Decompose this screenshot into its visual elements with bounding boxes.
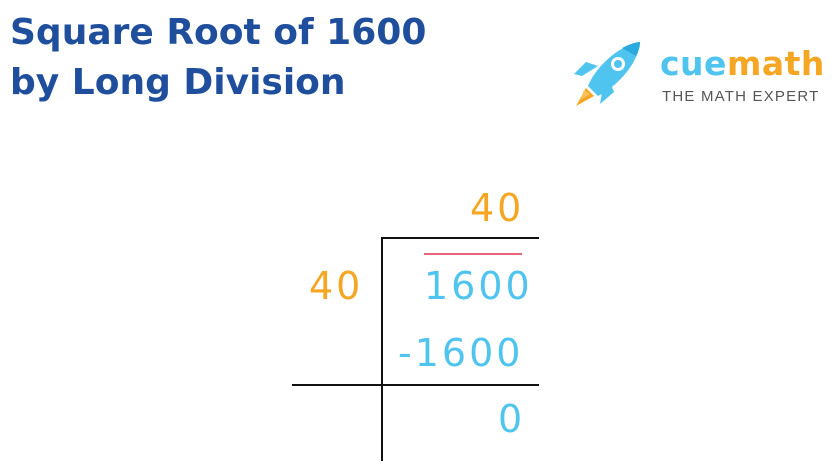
dividend: 1600 xyxy=(424,264,533,308)
title-line-1: Square Root of 1600 xyxy=(10,12,427,53)
divisor: 40 xyxy=(309,264,364,308)
quotient: 40 xyxy=(470,186,525,230)
remainder: 0 xyxy=(498,397,526,441)
subtrahend: -1600 xyxy=(398,331,524,375)
division-bar-top xyxy=(381,237,539,239)
overline xyxy=(424,253,522,255)
division-bar-vertical xyxy=(381,237,383,461)
title-line-2: by Long Division xyxy=(10,62,346,103)
rocket-icon xyxy=(574,42,640,106)
page-title: Square Root of 1600 by Long Division xyxy=(10,8,426,108)
cuemath-logo: cuemath THE MATH EXPERT xyxy=(572,36,832,116)
brand-cue: cue xyxy=(660,44,727,83)
subtraction-line xyxy=(292,384,539,386)
brand-name: cuemath xyxy=(660,44,825,84)
brand-math: math xyxy=(726,44,825,83)
brand-tagline: THE MATH EXPERT xyxy=(662,88,820,105)
